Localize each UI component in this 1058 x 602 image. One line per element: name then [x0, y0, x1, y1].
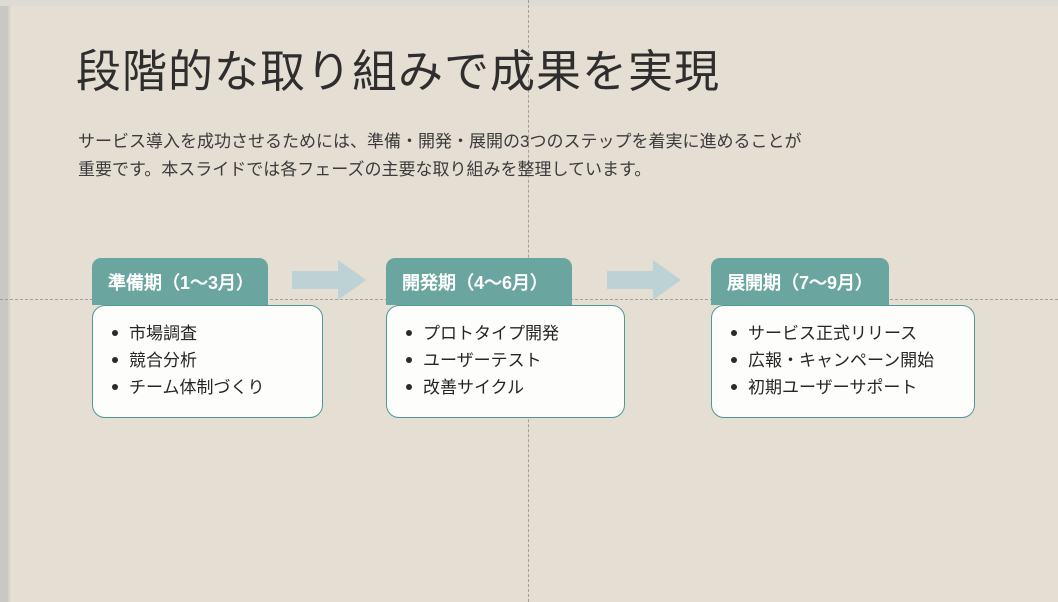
bullet-icon	[731, 330, 737, 336]
phase-1-item-1: 市場調査	[129, 324, 197, 343]
list-item: ユーザーテスト	[403, 347, 608, 374]
phase-1-list: 市場調査 競合分析 チーム体制づくり	[109, 320, 306, 401]
slide-title: 段階的な取り組みで成果を実現	[76, 46, 721, 97]
phase-1-item-2: 競合分析	[129, 351, 197, 370]
list-item: 市場調査	[109, 320, 306, 347]
phase-3-header: 展開期（7〜9月）	[711, 258, 889, 305]
list-item: プロトタイプ開発	[403, 320, 608, 347]
phase-3-header-label: 展開期（7〜9月）	[727, 272, 874, 293]
arrow-right-icon-2	[607, 260, 681, 300]
phase-2-item-3: 改善サイクル	[423, 378, 525, 397]
bullet-icon	[731, 384, 737, 390]
phase-2-body: プロトタイプ開発 ユーザーテスト 改善サイクル	[386, 305, 625, 418]
list-item: チーム体制づくり	[109, 374, 306, 401]
bullet-icon	[406, 330, 412, 336]
phase-2-item-1: プロトタイプ開発	[423, 324, 559, 343]
list-item: 改善サイクル	[403, 374, 608, 401]
list-item: サービス正式リリース	[728, 320, 958, 347]
bullet-icon	[112, 384, 118, 390]
phase-2-header: 開発期（4〜6月）	[386, 258, 572, 305]
bullet-icon	[406, 384, 412, 390]
phase-2-header-label: 開発期（4〜6月）	[402, 272, 549, 293]
phase-3-item-3: 初期ユーザーサポート	[748, 378, 918, 397]
phase-2-item-2: ユーザーテスト	[423, 351, 542, 370]
window-left-inner-edge	[8, 6, 10, 602]
phase-3-body: サービス正式リリース 広報・キャンペーン開始 初期ユーザーサポート	[711, 305, 975, 418]
window-top-edge	[0, 0, 1058, 6]
list-item: 広報・キャンペーン開始	[728, 347, 958, 374]
subtitle-line-2: 重要です。本スライドでは各フェーズの主要な取り組みを整理しています。	[78, 160, 652, 179]
window-left-edge	[0, 6, 8, 602]
slide-subtitle: サービス導入を成功させるためには、準備・開発・展開の3つのステップを着実に進める…	[78, 128, 948, 184]
phase-1-item-3: チーム体制づくり	[129, 378, 265, 397]
bullet-icon	[112, 330, 118, 336]
phase-1-header-label: 準備期（1〜3月）	[108, 272, 255, 293]
bullet-icon	[406, 357, 412, 363]
phase-2-list: プロトタイプ開発 ユーザーテスト 改善サイクル	[403, 320, 608, 401]
bullet-icon	[731, 357, 737, 363]
subtitle-line-1: サービス導入を成功させるためには、準備・開発・展開の3つのステップを着実に進める…	[78, 132, 802, 151]
phase-1-body: 市場調査 競合分析 チーム体制づくり	[92, 305, 323, 418]
phase-3-list: サービス正式リリース 広報・キャンペーン開始 初期ユーザーサポート	[728, 320, 958, 401]
arrow-right-icon-1	[292, 260, 366, 300]
list-item: 初期ユーザーサポート	[728, 374, 958, 401]
bullet-icon	[112, 357, 118, 363]
list-item: 競合分析	[109, 347, 306, 374]
phase-3-item-2: 広報・キャンペーン開始	[748, 351, 935, 370]
phase-1-header: 準備期（1〜3月）	[92, 258, 268, 305]
phase-3-item-1: サービス正式リリース	[748, 324, 918, 343]
